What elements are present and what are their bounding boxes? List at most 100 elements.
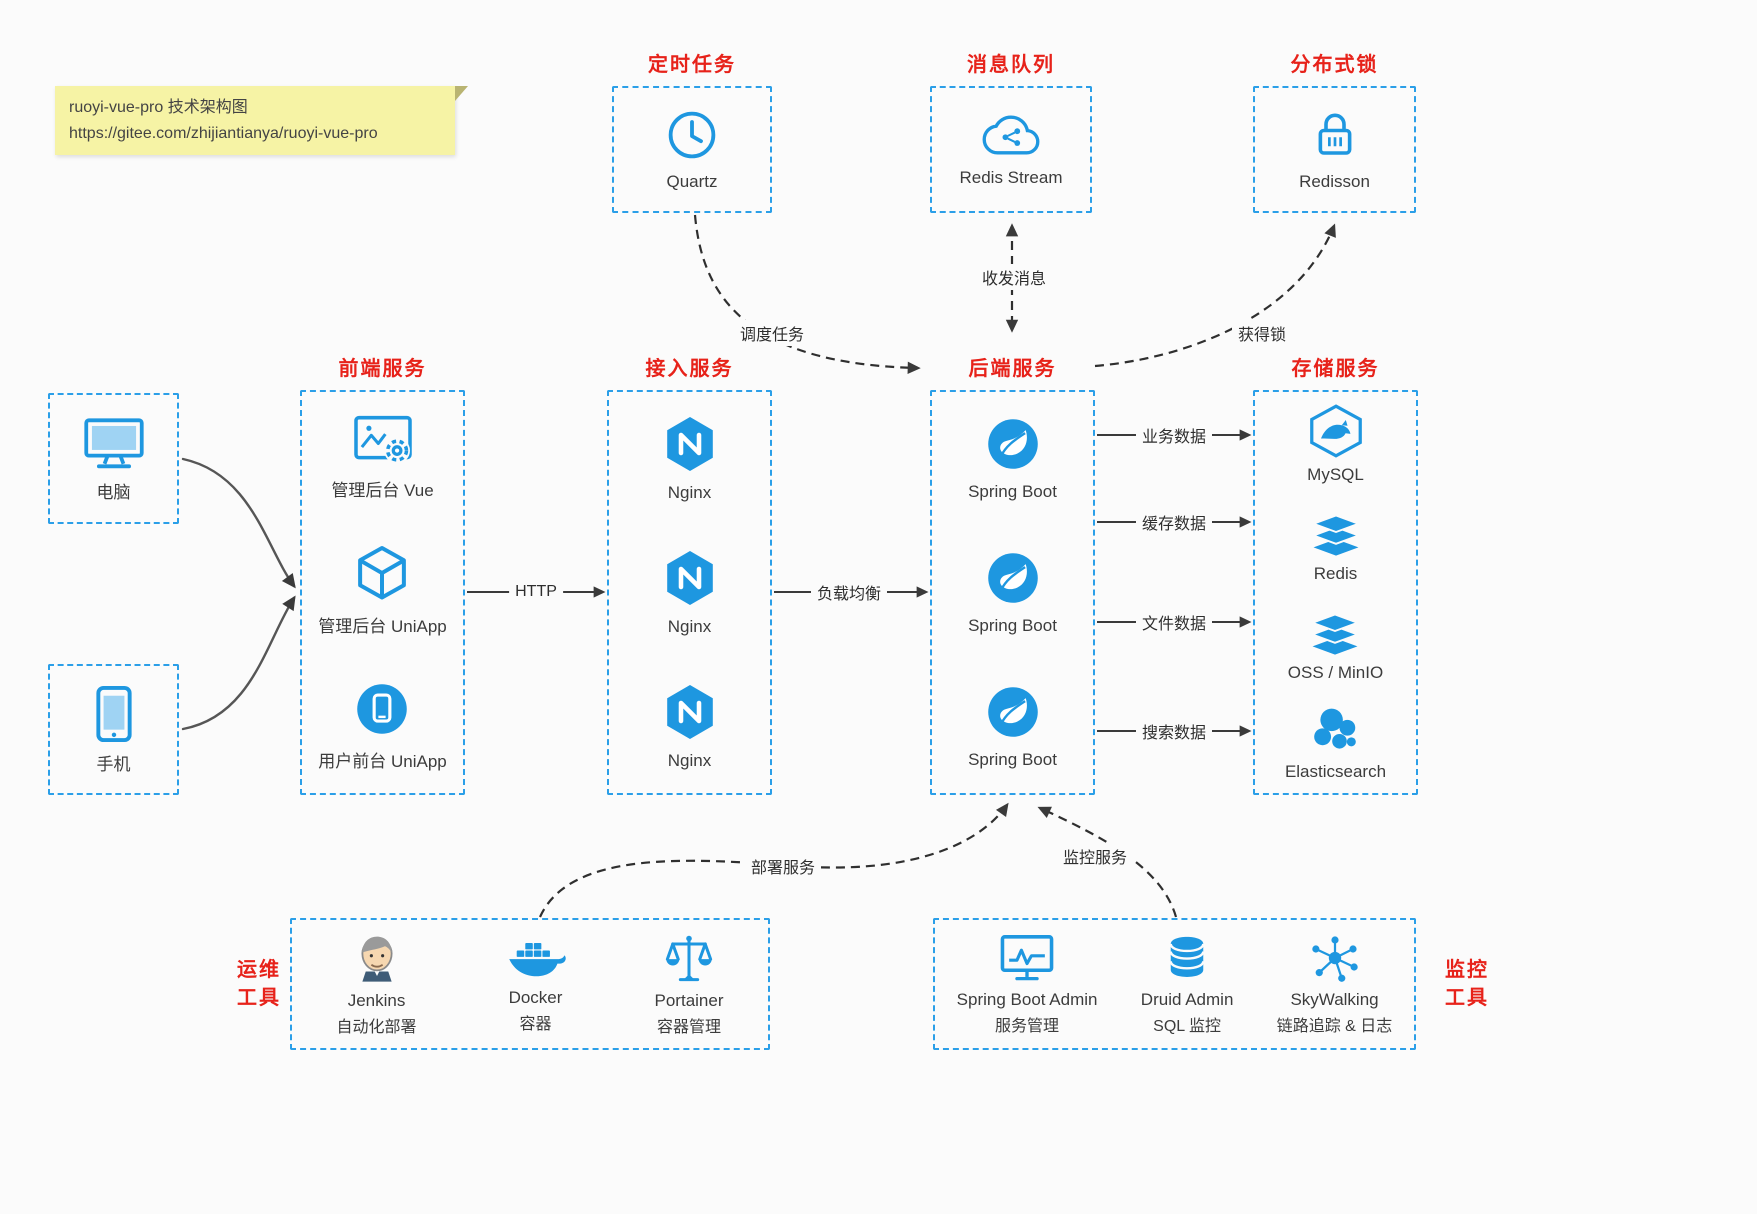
sticky-note: ruoyi-vue-pro 技术架构图 https://gitee.com/zh… xyxy=(55,86,468,156)
mobile-label: 手机 xyxy=(96,755,131,774)
jenkins-icon xyxy=(360,936,393,982)
monitor-chart-icon xyxy=(1000,935,1054,981)
tool-desc: 容器 xyxy=(519,1016,552,1033)
spring-boot-icon xyxy=(987,419,1038,470)
admin-window-gear-icon xyxy=(353,416,412,464)
tool-name: Jenkins xyxy=(347,991,406,1010)
ops-side-line1: 运维 xyxy=(237,959,281,981)
monitoring-tools-box: Spring Boot Admin 服务管理 Druid Admin SQL 监… xyxy=(933,918,1416,1050)
spring-boot-icon xyxy=(987,686,1038,737)
spring-boot-icon xyxy=(987,553,1038,603)
node-admin-uniapp: 管理后台 UniApp xyxy=(318,543,447,637)
docker-icon xyxy=(508,943,566,977)
database-icon xyxy=(1169,936,1205,977)
node-mysql: MySQL xyxy=(1306,403,1366,485)
title-message-queue: 消息队列 xyxy=(967,54,1055,76)
nginx-icon xyxy=(666,550,713,605)
edge-label-business-data: 业务数据 xyxy=(1135,422,1213,448)
tool-druid-admin: Druid Admin SQL 监控 xyxy=(1141,932,1233,1036)
circle-phone-icon xyxy=(357,684,408,734)
ops-tools-side-label: 运维 工具 xyxy=(230,956,288,1012)
monitoring-side-line1: 监控 xyxy=(1445,959,1489,981)
node-oss-minio: OSS / MinIO xyxy=(1288,605,1383,683)
ops-tools-box: Jenkins 自动化部署 Docker 容器 xyxy=(290,918,770,1050)
node-nginx-2: Nginx xyxy=(661,548,719,637)
edge-label-cache-data: 缓存数据 xyxy=(1135,509,1213,535)
pc-label: 电脑 xyxy=(96,483,131,502)
nginx-icon xyxy=(666,684,713,739)
cube-icon xyxy=(358,546,407,600)
backend-services-box: Spring Boot Spring Boot Spring Boot xyxy=(930,390,1095,795)
tool-docker: Docker 容器 xyxy=(506,934,566,1034)
note-url: https://gitee.com/zhijiantianya/ruoyi-vu… xyxy=(69,124,378,142)
node-label: MySQL xyxy=(1307,464,1364,484)
title-backend-services: 后端服务 xyxy=(968,358,1057,380)
distributed-lock-label: Redisson xyxy=(1299,171,1370,191)
tool-desc: SQL 监控 xyxy=(1153,1018,1222,1035)
node-admin-vue: 管理后台 Vue xyxy=(331,413,434,501)
node-label: Redis xyxy=(1313,563,1358,583)
edge-label-monitor: 监控服务 xyxy=(1056,843,1134,869)
redis-stack-icon xyxy=(1310,514,1361,556)
oss-stack-icon xyxy=(1310,613,1361,655)
gateway-services-box: Nginx Nginx Nginx xyxy=(607,390,772,795)
cloud-icon xyxy=(982,114,1040,155)
network-nodes-icon xyxy=(1311,936,1358,982)
edge-label-http: HTTP xyxy=(509,582,563,602)
mysql-icon xyxy=(1309,403,1362,458)
title-distributed-lock: 分布式锁 xyxy=(1290,54,1379,76)
arrow-mobile-frontend xyxy=(181,595,296,731)
node-label: OSS / MinIO xyxy=(1287,663,1384,683)
tool-desc: 链路追踪 & 日志 xyxy=(1276,1018,1393,1035)
elasticsearch-icon xyxy=(1314,709,1357,749)
ops-side-line2: 工具 xyxy=(237,987,281,1009)
tool-skywalking: SkyWalking 链路追踪 & 日志 xyxy=(1276,932,1393,1036)
node-label: Nginx xyxy=(667,750,712,770)
clock-icon xyxy=(668,111,716,158)
tool-desc: 服务管理 xyxy=(995,1018,1060,1035)
tool-name: Spring Boot Admin xyxy=(956,990,1098,1009)
node-springboot-1: Spring Boot xyxy=(968,415,1057,502)
tool-desc: 容器管理 xyxy=(657,1019,722,1036)
node-springboot-3: Spring Boot xyxy=(968,683,1057,770)
edge-label-acquire-lock: 获得锁 xyxy=(1231,320,1293,346)
frontend-services-box: 管理后台 Vue 管理后台 UniApp 用户前台 UniApp xyxy=(300,390,465,795)
message-queue-label: Redis Stream xyxy=(959,167,1063,187)
node-user-uniapp: 用户前台 UniApp xyxy=(318,680,447,772)
tool-name: Docker xyxy=(508,988,563,1007)
edge-label-file-data: 文件数据 xyxy=(1135,609,1213,635)
tool-name: Portainer xyxy=(654,991,724,1010)
node-label: 管理后台 Vue xyxy=(331,481,434,501)
node-label: Spring Boot xyxy=(968,482,1057,502)
tool-portainer: Portainer 容器管理 xyxy=(655,931,724,1037)
title-scheduled-tasks: 定时任务 xyxy=(648,54,736,76)
node-nginx-1: Nginx xyxy=(661,414,719,503)
node-redis: Redis xyxy=(1307,506,1365,584)
node-label: Spring Boot xyxy=(968,615,1057,635)
mobile-client-box: 手机 xyxy=(48,664,179,795)
edge-label-send-receive: 收发消息 xyxy=(975,264,1053,290)
edge-label-schedule-task: 调度任务 xyxy=(733,320,811,346)
node-label: Nginx xyxy=(667,483,712,503)
tool-desc: 自动化部署 xyxy=(336,1019,417,1036)
title-storage-services: 存储服务 xyxy=(1291,358,1380,380)
lock-icon xyxy=(1318,113,1351,155)
tool-spring-boot-admin: Spring Boot Admin 服务管理 xyxy=(956,932,1098,1036)
node-label: Elasticsearch xyxy=(1284,762,1387,782)
monitoring-side-line2: 工具 xyxy=(1445,987,1489,1009)
phone-icon xyxy=(95,685,132,743)
monitoring-tools-side-label: 监控 工具 xyxy=(1438,956,1496,1012)
note-fold xyxy=(455,86,468,101)
distributed-lock-box: Redisson xyxy=(1253,86,1416,213)
node-label: Nginx xyxy=(667,616,712,636)
scales-icon xyxy=(665,935,713,982)
desktop-icon xyxy=(83,418,144,469)
title-gateway-services: 接入服务 xyxy=(645,358,734,380)
storage-services-box: MySQL Redis OSS / MinIO xyxy=(1253,390,1418,795)
arrow-pc-frontend xyxy=(181,457,296,589)
scheduler-box: Quartz xyxy=(612,86,772,213)
tool-jenkins: Jenkins 自动化部署 xyxy=(337,931,417,1037)
tool-name: SkyWalking xyxy=(1290,990,1379,1009)
